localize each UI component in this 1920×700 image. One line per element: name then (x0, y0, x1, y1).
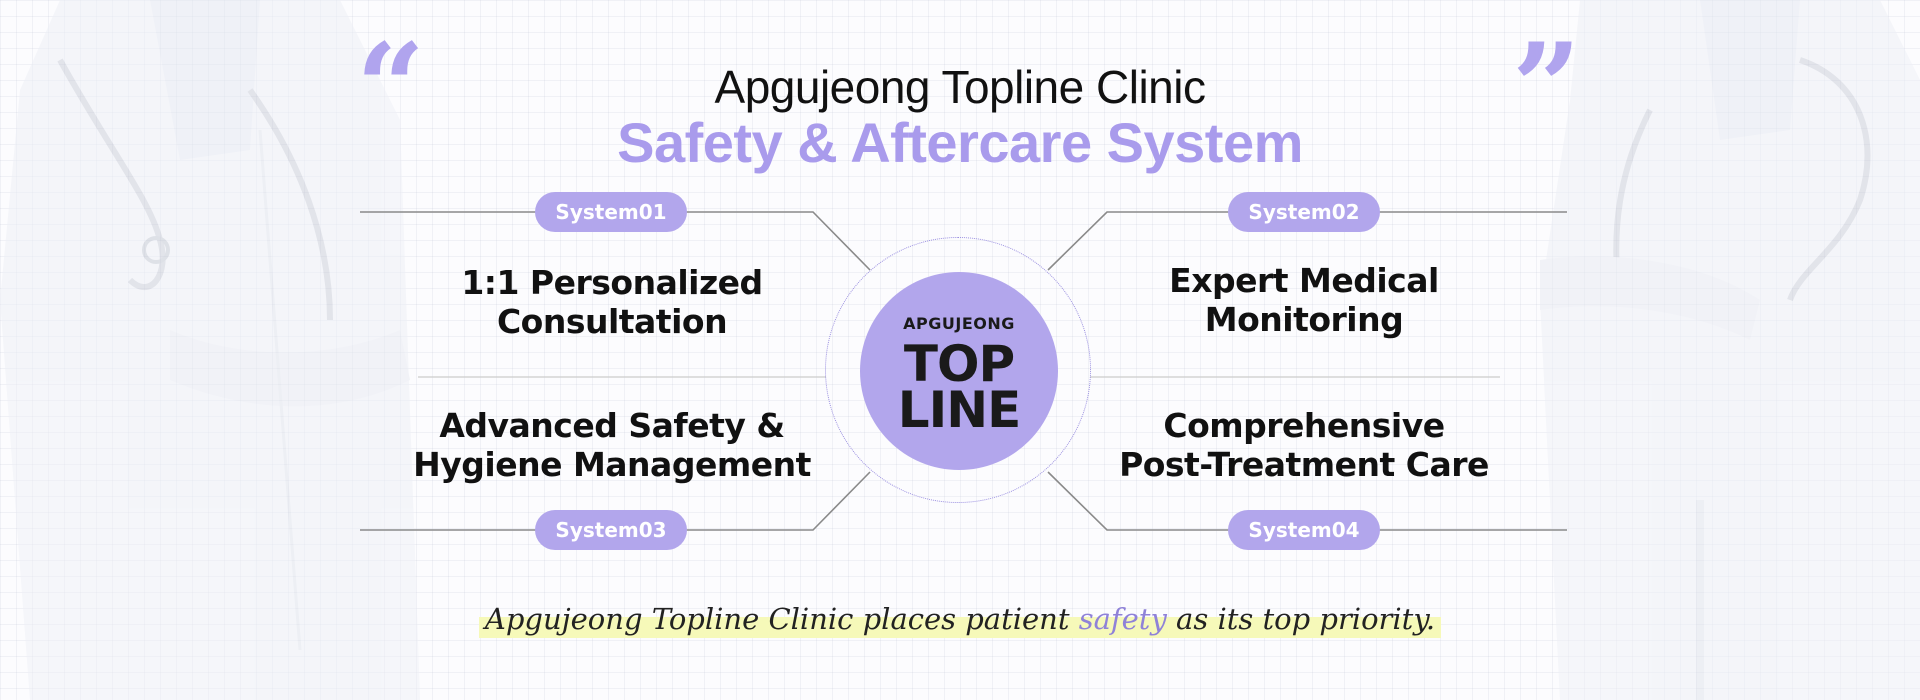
logo-small-text: APGUJEONG (903, 314, 1015, 333)
system01-title-line1: 1:1 Personalized (461, 263, 763, 302)
center-logo: APGUJEONG TOP LINE (860, 272, 1058, 470)
tagline-highlight-word: safety (1078, 602, 1167, 636)
tagline: Apgujeong Topline Clinic places patient … (0, 600, 1920, 638)
tagline-before: Apgujeong Topline Clinic places patient (484, 602, 1079, 636)
system02-title-line2: Monitoring (1204, 300, 1404, 339)
closing-quote-icon: ” (1512, 17, 1582, 158)
system02-title: Expert Medical Monitoring (1069, 261, 1539, 339)
system03-title-line1: Advanced Safety & (439, 406, 785, 445)
connector-system04 (1047, 471, 1567, 531)
system03-title: Advanced Safety & Hygiene Management (377, 406, 847, 484)
system04-title-line1: Comprehensive (1163, 406, 1445, 445)
page-title: Apgujeong Topline Clinic (714, 61, 1206, 113)
system04-title-line2: Post-Treatment Care (1119, 445, 1489, 484)
system01-title-line2: Consultation (496, 302, 728, 341)
system01-badge: System01 (535, 192, 687, 232)
system03-badge: System03 (535, 510, 687, 550)
doctor-figure-left (0, 0, 420, 700)
system04-title: Comprehensive Post-Treatment Care (1069, 406, 1539, 484)
connector-system02 (1047, 211, 1567, 271)
system01-title: 1:1 Personalized Consultation (377, 263, 847, 341)
tagline-highlight-box: Apgujeong Topline Clinic places patient … (478, 600, 1442, 638)
page-subtitle: Safety & Aftercare System (617, 111, 1303, 174)
logo-line1: TOP (903, 335, 1015, 393)
tagline-after: as its top priority. (1166, 602, 1436, 636)
system03-title-line2: Hygiene Management (413, 445, 811, 484)
connector-system01 (360, 211, 871, 271)
opening-quote-icon: “ (356, 17, 426, 158)
logo-line2: LINE (897, 381, 1021, 439)
center-dotted-ring (825, 237, 1091, 503)
system02-title-line1: Expert Medical (1169, 261, 1439, 300)
connector-system03 (360, 471, 871, 531)
doctor-figure-right (1540, 0, 1920, 700)
system02-badge: System02 (1228, 192, 1380, 232)
system04-badge: System04 (1228, 510, 1380, 550)
